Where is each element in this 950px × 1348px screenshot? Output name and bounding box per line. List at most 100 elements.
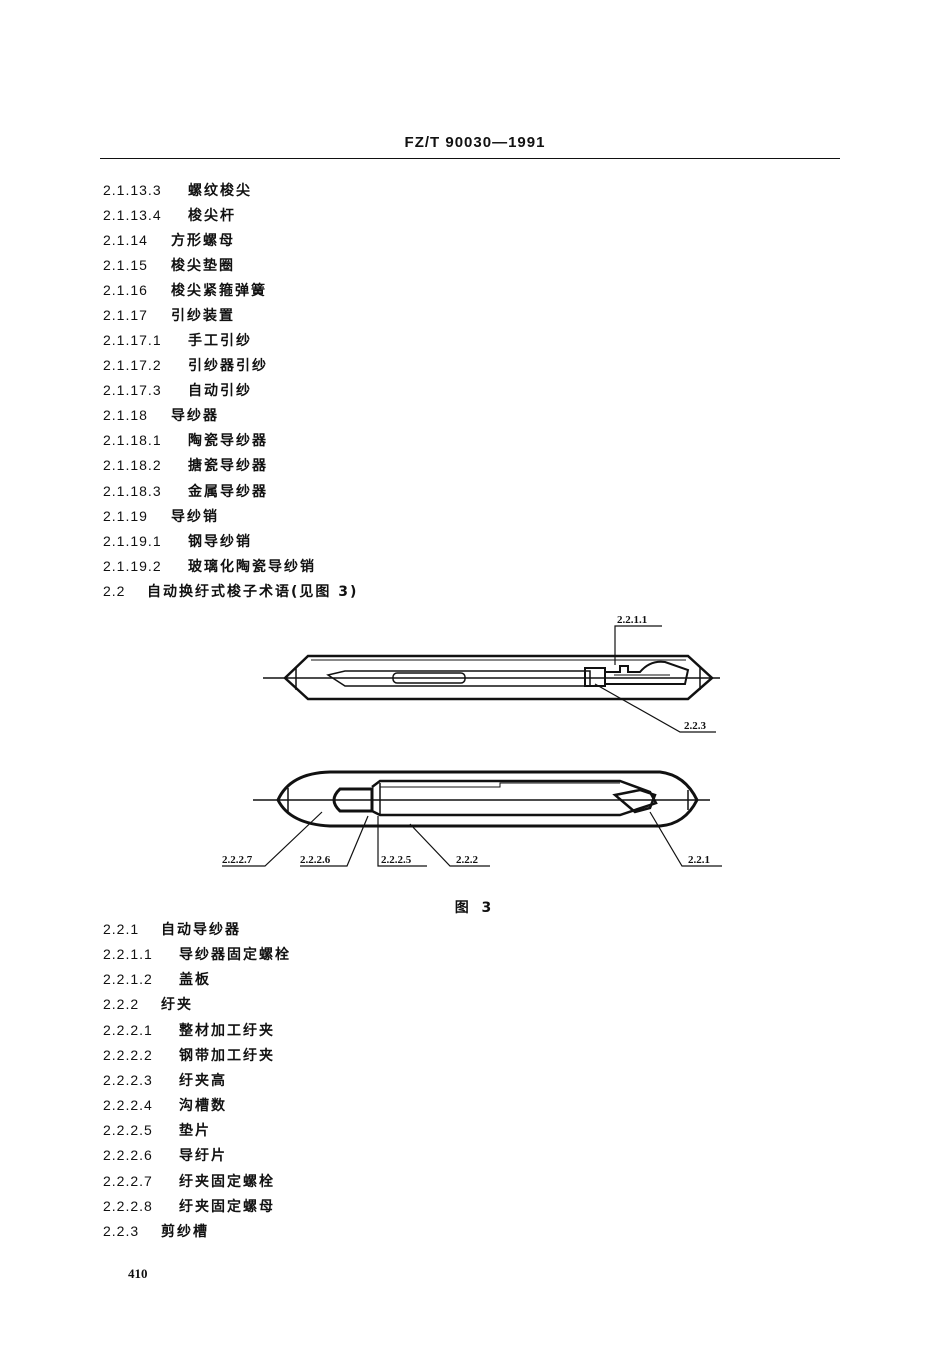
term-name: 导纱器 bbox=[171, 408, 219, 424]
term-number: 2.2 bbox=[103, 583, 126, 599]
term-name: 陶瓷导纱器 bbox=[188, 433, 268, 449]
term-name: 导纱销 bbox=[171, 509, 219, 525]
bottom-shuttle-drawing bbox=[222, 770, 722, 867]
term-name: 钢导纱销 bbox=[188, 534, 252, 550]
term-item: 2.1.13.3 螺纹梭尖 bbox=[103, 179, 252, 201]
term-number: 2.2.2.1 bbox=[103, 1022, 153, 1038]
term-name: 玻璃化陶瓷导纱销 bbox=[188, 559, 316, 575]
term-name: 导纱器固定螺栓 bbox=[179, 947, 291, 963]
top-shuttle-drawing bbox=[263, 625, 720, 733]
term-name: 梭尖垫圈 bbox=[171, 258, 235, 274]
term-name: 钢带加工纡夹 bbox=[179, 1048, 275, 1064]
figure-3-shuttle-diagram: 2.2.1.1 2.2.3 2.2.2.7 2.2.2.6 2.2.2.5 2.… bbox=[222, 614, 722, 867]
term-number: 2.2.2.3 bbox=[103, 1072, 153, 1088]
term-number: 2.1.18.1 bbox=[103, 432, 162, 448]
term-name: 纡夹高 bbox=[179, 1073, 227, 1089]
term-name: 导纡片 bbox=[179, 1148, 227, 1164]
term-name: 梭尖杆 bbox=[188, 208, 236, 224]
term-name: 螺纹梭尖 bbox=[188, 183, 252, 199]
term-number: 2.2.3 bbox=[103, 1223, 140, 1239]
term-number: 2.2.2.2 bbox=[103, 1047, 153, 1063]
term-item: 2.1.18.1 陶瓷导纱器 bbox=[103, 429, 268, 451]
term-item: 2.1.18 导纱器 bbox=[103, 404, 219, 426]
term-item: 2.2.2.3 纡夹高 bbox=[103, 1069, 227, 1091]
term-name: 纡夹 bbox=[161, 997, 193, 1013]
page-number: 410 bbox=[128, 1266, 148, 1281]
term-item: 2.2.1.1 导纱器固定螺栓 bbox=[103, 943, 291, 965]
term-item: 2.1.17.1 手工引纱 bbox=[103, 329, 252, 351]
term-name: 纡夹固定螺栓 bbox=[179, 1174, 275, 1190]
term-item: 2.2.1.2 盖板 bbox=[103, 968, 211, 990]
term-number: 2.2.2.6 bbox=[103, 1147, 153, 1163]
term-name: 自动导纱器 bbox=[161, 922, 241, 938]
term-name: 梭尖紧箍弹簧 bbox=[171, 283, 267, 299]
term-name: 沟槽数 bbox=[179, 1098, 227, 1114]
section-heading: 2.2 自动换纡式梭子术语(见图 3) bbox=[103, 580, 358, 602]
term-name: 引纱器引纱 bbox=[188, 358, 268, 374]
term-number: 2.1.18.3 bbox=[103, 483, 162, 499]
term-item: 2.1.14 方形螺母 bbox=[103, 229, 235, 251]
term-item: 2.1.18.2 搪瓷导纱器 bbox=[103, 454, 268, 476]
term-name: 纡夹固定螺母 bbox=[179, 1199, 275, 1215]
term-name: 盖板 bbox=[179, 972, 211, 988]
term-item: 2.2.1 自动导纱器 bbox=[103, 918, 241, 940]
term-name: 金属导纱器 bbox=[188, 484, 268, 500]
term-number: 2.2.1.2 bbox=[103, 971, 153, 987]
term-name: 整材加工纡夹 bbox=[179, 1023, 275, 1039]
term-number: 2.1.18 bbox=[103, 407, 148, 423]
label-2-2-2-7: 2.2.2.7 bbox=[222, 854, 253, 866]
term-item: 2.1.17 引纱装置 bbox=[103, 304, 235, 326]
term-name: 引纱装置 bbox=[171, 308, 235, 324]
term-name: 搪瓷导纱器 bbox=[188, 458, 268, 474]
term-number: 2.1.14 bbox=[103, 232, 148, 248]
label-2-2-2-5: 2.2.2.5 bbox=[381, 854, 412, 866]
page-header-title: FZ/T 90030—1991 bbox=[404, 134, 546, 151]
term-number: 2.1.19 bbox=[103, 508, 148, 524]
term-item: 2.2.2 纡夹 bbox=[103, 993, 193, 1015]
term-number: 2.2.2.8 bbox=[103, 1198, 153, 1214]
term-item: 2.1.16 梭尖紧箍弹簧 bbox=[103, 279, 267, 301]
term-number: 2.1.15 bbox=[103, 257, 148, 273]
term-item: 2.2.2.4 沟槽数 bbox=[103, 1094, 227, 1116]
term-number: 2.1.18.2 bbox=[103, 457, 162, 473]
term-item: 2.1.19.1 钢导纱销 bbox=[103, 530, 252, 552]
label-2-2-1: 2.2.1 bbox=[688, 854, 710, 866]
term-name: 自动引纱 bbox=[188, 383, 252, 399]
term-item: 2.1.13.4 梭尖杆 bbox=[103, 204, 236, 226]
term-item: 2.2.2.1 整材加工纡夹 bbox=[103, 1019, 275, 1041]
term-name: 方形螺母 bbox=[171, 233, 235, 249]
term-item: 2.2.2.2 钢带加工纡夹 bbox=[103, 1044, 275, 1066]
term-item: 2.1.18.3 金属导纱器 bbox=[103, 480, 268, 502]
label-2-2-2: 2.2.2 bbox=[456, 854, 479, 866]
term-number: 2.1.16 bbox=[103, 282, 148, 298]
term-item: 2.2.2.7 纡夹固定螺栓 bbox=[103, 1170, 275, 1192]
term-number: 2.1.17.1 bbox=[103, 332, 162, 348]
label-2-2-3: 2.2.3 bbox=[684, 720, 707, 732]
term-item: 2.1.19.2 玻璃化陶瓷导纱销 bbox=[103, 555, 316, 577]
term-name: 剪纱槽 bbox=[161, 1224, 209, 1240]
term-number: 2.1.19.2 bbox=[103, 558, 162, 574]
term-number: 2.1.13.4 bbox=[103, 207, 162, 223]
term-number: 2.2.1.1 bbox=[103, 946, 153, 962]
term-item: 2.2.3 剪纱槽 bbox=[103, 1220, 209, 1242]
term-number: 2.1.17.3 bbox=[103, 382, 162, 398]
term-item: 2.1.15 梭尖垫圈 bbox=[103, 254, 235, 276]
term-name: 垫片 bbox=[179, 1123, 211, 1139]
term-number: 2.2.2.7 bbox=[103, 1173, 153, 1189]
term-name: 手工引纱 bbox=[188, 333, 252, 349]
header-rule bbox=[100, 158, 840, 159]
term-number: 2.2.2 bbox=[103, 996, 140, 1012]
term-item: 2.1.19 导纱销 bbox=[103, 505, 219, 527]
term-item: 2.2.2.6 导纡片 bbox=[103, 1144, 227, 1166]
term-number: 2.1.13.3 bbox=[103, 182, 162, 198]
term-number: 2.1.19.1 bbox=[103, 533, 162, 549]
term-number: 2.1.17 bbox=[103, 307, 148, 323]
term-item: 2.2.2.8 纡夹固定螺母 bbox=[103, 1195, 275, 1217]
term-name: 自动换纡式梭子术语(见图 3) bbox=[147, 584, 359, 600]
label-2-2-2-6: 2.2.2.6 bbox=[300, 854, 331, 866]
term-number: 2.2.2.4 bbox=[103, 1097, 153, 1113]
figure-caption: 图 3 bbox=[454, 900, 496, 916]
term-number: 2.2.1 bbox=[103, 921, 140, 937]
